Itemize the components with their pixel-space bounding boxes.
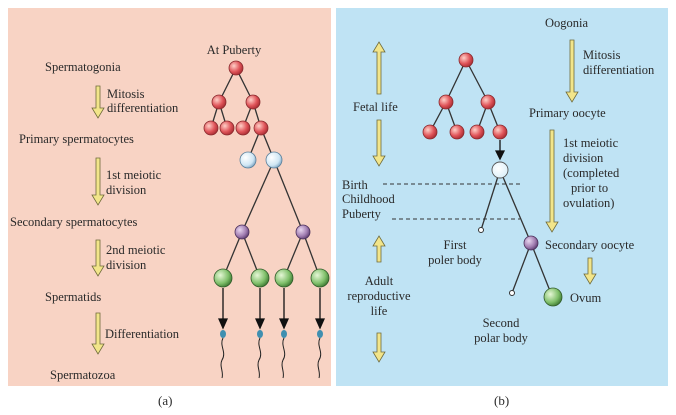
second-polar-body-label-line1: Second	[482, 316, 520, 330]
spermatogonia-label: Spermatogonia	[45, 60, 121, 74]
oogonia-label: Oogonia	[545, 16, 589, 30]
birth-label: Birth	[342, 178, 368, 192]
differentiation-label-a: differentiation	[107, 101, 179, 115]
meiotic2-label-line2: division	[106, 258, 147, 272]
mitosis-label-b: Mitosis	[583, 48, 621, 62]
spermatozoa-label: Spermatozoa	[50, 368, 116, 382]
differentiation-label-b: differentiation	[583, 63, 655, 77]
primary-spermatocytes-label: Primary spermatocytes	[19, 132, 134, 146]
second-polar-body-label-line2: polar body	[474, 331, 528, 345]
meiotic1-label-line2: division	[106, 183, 147, 197]
meiosis-label-line4: prior to	[571, 181, 609, 195]
secondary-spermatocytes-label: Secondary spermatocytes	[10, 215, 138, 229]
meiosis-label-line1: 1st meiotic	[563, 136, 619, 150]
caption-b: (b)	[494, 393, 510, 408]
meiosis-label-line5: ovulation)	[563, 196, 615, 210]
adult-life-label-line2: reproductive	[347, 289, 411, 303]
first-polar-body-label-line2: poler body	[428, 253, 482, 267]
childhood-label: Childhood	[342, 192, 395, 206]
meiotic2-label-line1: 2nd meiotic	[106, 243, 166, 257]
meiotic1-label-line1: 1st meiotic	[106, 168, 162, 182]
ovum-label: Ovum	[570, 291, 602, 305]
meiosis-label-line2: division	[563, 151, 604, 165]
first-polar-body-label-line1: First	[443, 238, 467, 252]
fetal-life-label: Fetal life	[353, 100, 398, 114]
primary-oocyte-label: Primary oocyte	[529, 106, 606, 120]
spermatids-label: Spermatids	[45, 290, 102, 304]
caption-a: (a)	[158, 393, 173, 408]
puberty-label: Puberty	[342, 207, 381, 221]
adult-life-label-line3: life	[370, 304, 388, 318]
adult-life-label-line1: Adult	[364, 274, 394, 288]
meiosis-label-line3: (completed	[563, 166, 620, 180]
mitosis-label-a: Mitosis	[107, 87, 145, 101]
differentiation-label-sperm: Differentiation	[105, 327, 180, 341]
secondary-oocyte-label: Secondary oocyte	[545, 238, 635, 252]
at-puberty-label: At Puberty	[206, 43, 262, 57]
